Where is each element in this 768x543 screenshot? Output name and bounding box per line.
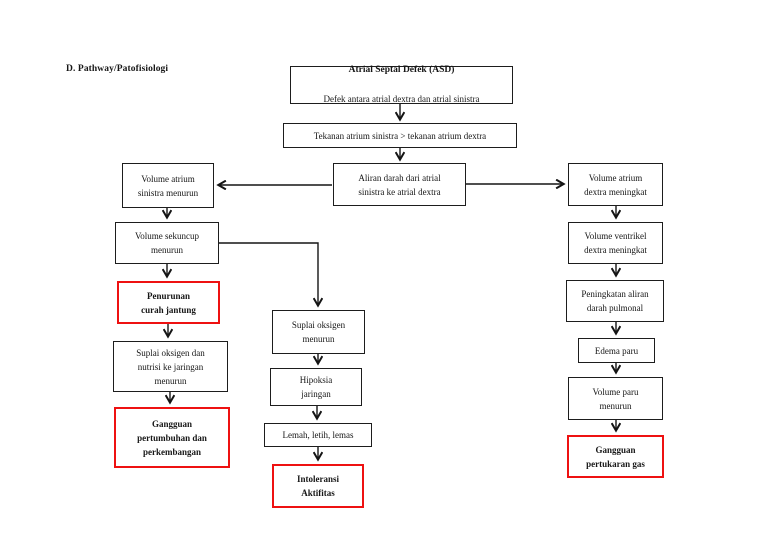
node-asd-subtitle: Defek antara atrial dextra dan atrial si…	[323, 94, 480, 104]
node-volume-ventrikel-dextra: Volume ventrikel dextra meningkat	[568, 222, 663, 264]
node-asd: Atrial Septal Defek (ASD) Defek antara a…	[290, 65, 513, 104]
node-volume-atrium-sinistra: Volume atrium sinistra menurun	[122, 163, 214, 208]
node-gangguan-pertukaran-gas: Gangguan pertukaran gas	[567, 435, 664, 478]
node-intoleransi-aktifitas: Intoleransi Aktifitas	[272, 464, 364, 508]
node-volume-sekuncup: Volume sekuncup menurun	[115, 222, 219, 264]
node-tekanan-atrium: Tekanan atrium sinistra > tekanan atrium…	[283, 123, 517, 148]
node-suplai-oksigen-jaringan: Suplai oksigen dan nutrisi ke jaringan m…	[113, 341, 228, 392]
node-aliran-darah: Aliran darah dari atrial sinistra ke atr…	[333, 163, 466, 206]
node-suplai-oksigen-menurun: Suplai oksigen menurun	[272, 310, 365, 354]
node-edema-paru: Edema paru	[578, 338, 655, 363]
node-gangguan-pertumbuhan: Gangguan pertumbuhan dan perkembangan	[114, 407, 230, 468]
node-penurunan-curah-jantung: Penurunan curah jantung	[117, 281, 220, 324]
node-peningkatan-aliran-pulmonal: Peningkatan aliran darah pulmonal	[566, 280, 664, 322]
node-volume-atrium-dextra: Volume atrium dextra meningkat	[568, 163, 663, 206]
section-heading: D. Pathway/Patofisiologi	[66, 64, 169, 74]
node-lemah-letih-lemas: Lemah, letih, lemas	[264, 423, 372, 447]
node-asd-title: Atrial Septal Defek (ASD)	[348, 65, 455, 75]
node-volume-paru-menurun: Volume paru menurun	[568, 377, 663, 420]
node-hipoksia-jaringan: Hipoksia jaringan	[270, 368, 362, 406]
